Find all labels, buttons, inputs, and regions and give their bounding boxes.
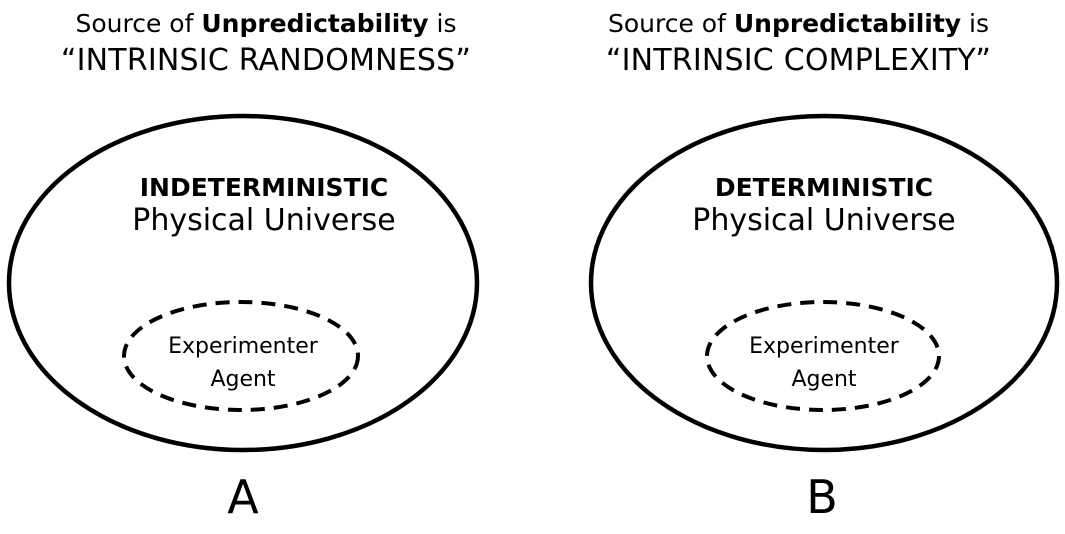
source-label-a: Source of Unpredictability is xyxy=(0,8,532,41)
universe-ellipse-b xyxy=(588,113,1060,453)
source-suffix-a: is xyxy=(428,9,457,38)
universe-kind-a: INDETERMINISTIC xyxy=(139,173,389,202)
universe-name-b: Physical Universe xyxy=(692,203,956,238)
universe-label-b: DETERMINISTIC Physical Universe xyxy=(589,173,1059,239)
agent-ellipse-a xyxy=(122,300,360,412)
panel-b: Source of Unpredictability is “INTRINSIC… xyxy=(532,0,1065,534)
source-prefix-b: Source of xyxy=(607,9,734,38)
agent-line2-a: Agent xyxy=(210,367,276,392)
agent-label-a: Experimenter Agent xyxy=(123,330,363,396)
source-emphasis-b: Unpredictability xyxy=(733,9,962,38)
shapes-b xyxy=(588,113,1060,453)
universe-kind-b: DETERMINISTIC xyxy=(714,173,934,202)
universe-name-a: Physical Universe xyxy=(132,203,396,238)
universe-label-a: INDETERMINISTIC Physical Universe xyxy=(0,173,530,239)
universe-ellipse-a xyxy=(6,113,480,453)
source-heading-a: Source of Unpredictability is “INTRINSIC… xyxy=(0,8,532,80)
agent-label-b: Experimenter Agent xyxy=(704,330,944,396)
agent-line1-a: Experimenter xyxy=(168,334,318,359)
source-value-b: “INTRINSIC COMPLEXITY” xyxy=(605,42,992,78)
agent-ellipse-b xyxy=(705,300,941,412)
source-prefix-a: Source of xyxy=(75,9,202,38)
shapes-a xyxy=(6,113,480,453)
panel-letter-b: B xyxy=(806,470,838,524)
source-heading-b: Source of Unpredictability is “INTRINSIC… xyxy=(532,8,1065,80)
source-suffix-b: is xyxy=(961,9,989,38)
agent-line1-b: Experimenter xyxy=(749,334,899,359)
panel-letter-a: A xyxy=(227,470,259,524)
agent-line2-b: Agent xyxy=(791,367,857,392)
panel-a: Source of Unpredictability is “INTRINSIC… xyxy=(0,0,532,534)
source-value-a: “INTRINSIC RANDOMNESS” xyxy=(60,42,472,78)
source-emphasis-a: Unpredictability xyxy=(201,9,429,38)
source-label-b: Source of Unpredictability is xyxy=(532,8,1065,41)
